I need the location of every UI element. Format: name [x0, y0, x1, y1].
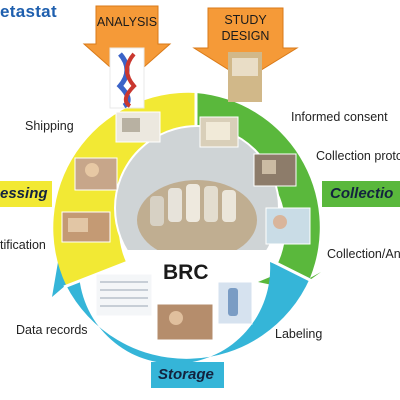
- study-design-arrow: [192, 7, 299, 81]
- storage-segment: [52, 262, 310, 364]
- segment-divider: [269, 258, 315, 284]
- brand-logo-text: etastat: [0, 2, 57, 21]
- collection-label-box: [322, 181, 400, 207]
- storage-label-box: [151, 362, 224, 388]
- data-records-photo: [95, 273, 153, 317]
- analysis-arrow: [82, 5, 172, 83]
- study-design-label-line1: STUDY: [224, 13, 267, 27]
- sample-vial: [168, 188, 182, 222]
- sample-vial: [150, 196, 164, 226]
- collection-annotation-label: Collection/An: [327, 247, 400, 261]
- processing-label-box: [0, 181, 52, 207]
- processing-phase-label: essing: [0, 185, 48, 202]
- sample-vial: [186, 184, 200, 222]
- collection-protocol-label: Collection proto: [316, 149, 400, 163]
- study-design-label-line2: DESIGN: [221, 29, 270, 43]
- collection-phase-label: Collectio: [330, 185, 394, 202]
- storage-photo: [156, 303, 214, 341]
- sample-vial: [222, 190, 236, 222]
- storage-phase-label: Storage: [158, 366, 214, 383]
- certification-label: tification: [0, 238, 46, 252]
- brc-center-label: BRC: [163, 261, 209, 284]
- collection-annotation-photo: [265, 207, 311, 245]
- data-records-label: Data records: [16, 323, 88, 337]
- analysis-label: ANALYSIS: [96, 15, 158, 29]
- shipping-label: Shipping: [25, 119, 74, 133]
- informed-consent-label: Informed consent: [291, 110, 388, 124]
- labeling-label: Labeling: [275, 327, 323, 341]
- sample-vial: [204, 186, 218, 222]
